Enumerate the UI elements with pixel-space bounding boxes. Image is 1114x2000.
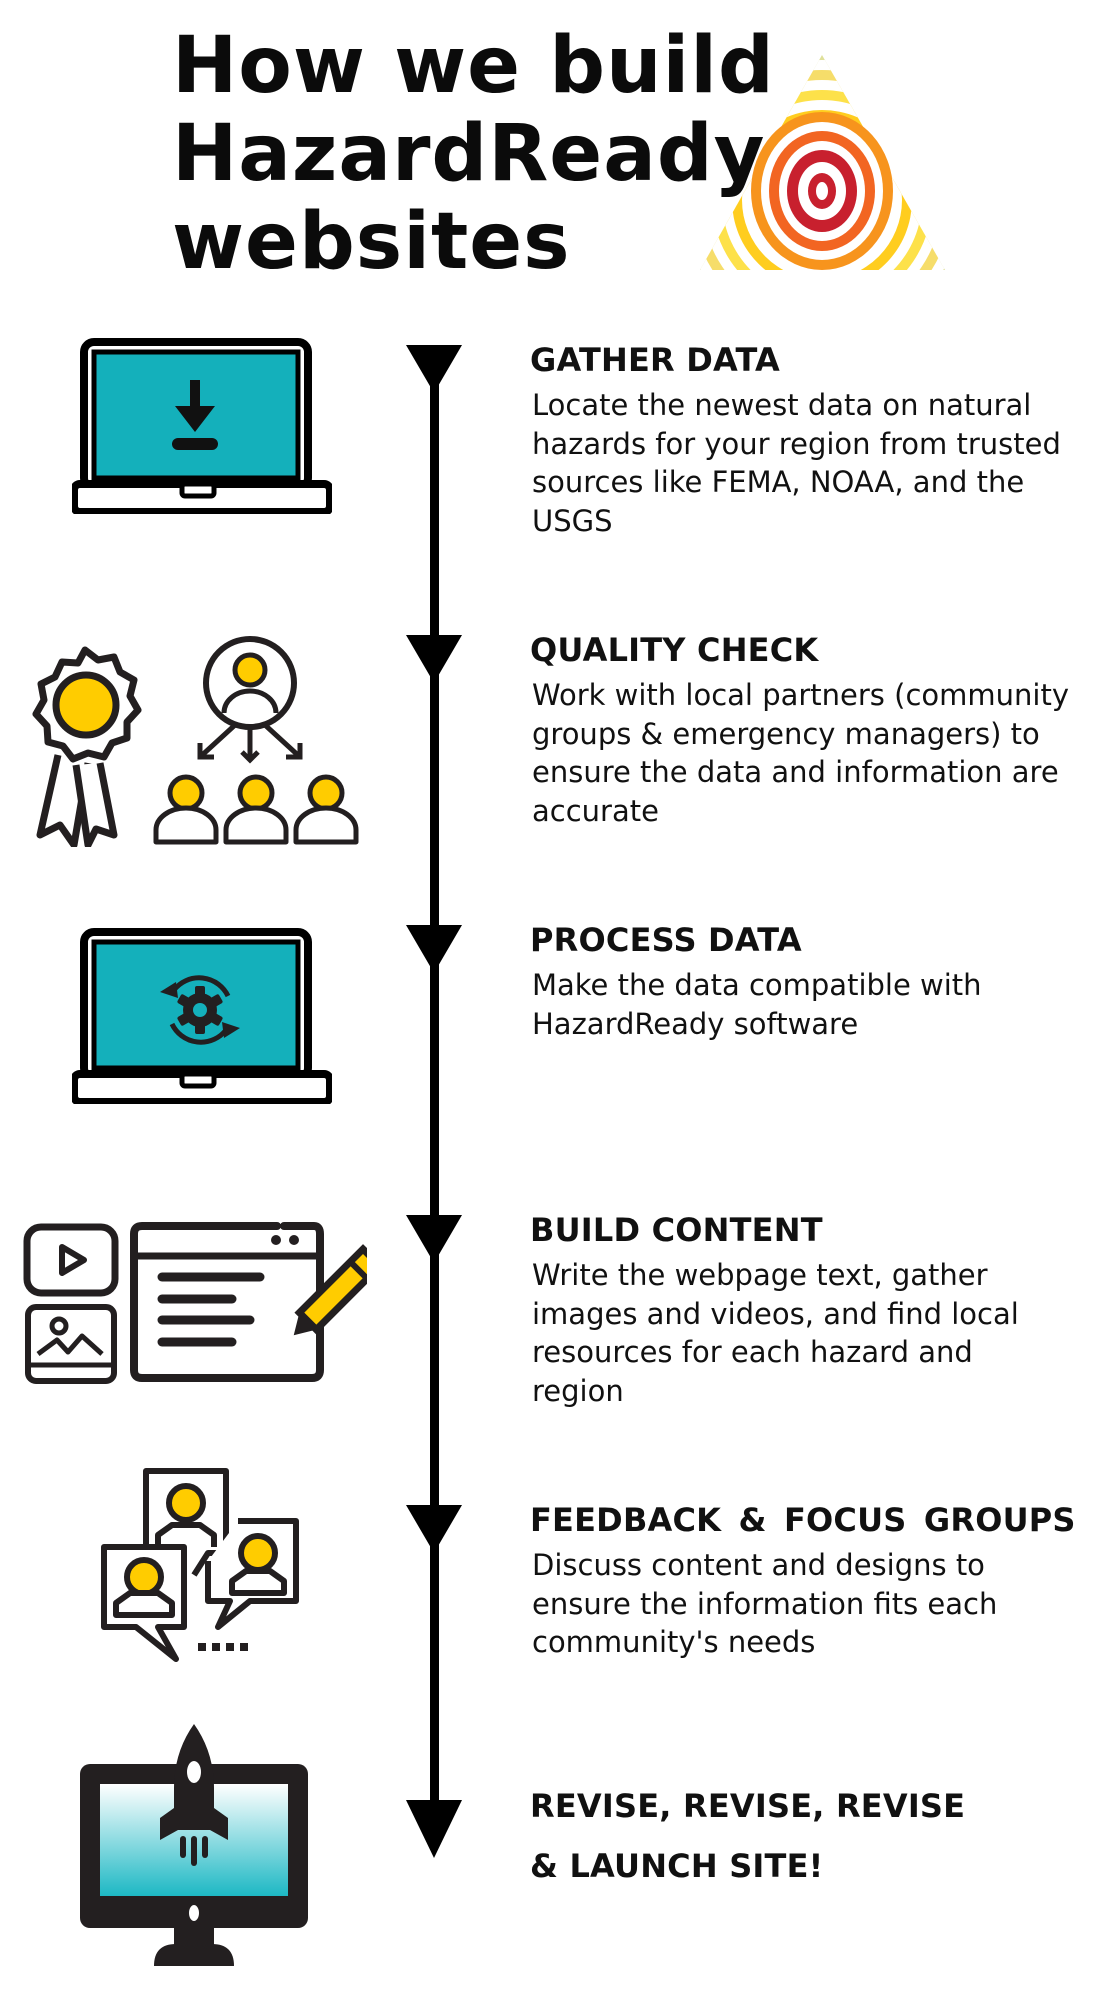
monitor-rocket-icon	[80, 1724, 308, 1966]
step-revise-launch: REVISE, REVISE, REVISE & LAUNCH SITE!	[530, 1776, 1090, 1896]
step-title: QUALITY CHECK	[530, 631, 819, 669]
hazard-target-triangle-icon	[700, 55, 945, 270]
laptop-gear-sync-icon	[72, 928, 332, 1104]
step-description: Work with local partners (community grou…	[532, 678, 1069, 828]
timeline-arrowhead	[406, 1800, 462, 1858]
timeline-arrowhead	[406, 635, 462, 683]
step-gather-data: GATHER DATA Locate the newest data on na…	[530, 340, 1090, 540]
step-description: Discuss content and designs to ensure th…	[532, 1548, 998, 1659]
title-line-1: How we build	[172, 21, 775, 111]
image-icon	[25, 1304, 117, 1384]
page-title: How we build HazardReady websites	[172, 22, 775, 286]
timeline-arrowhead	[406, 925, 462, 973]
timeline-arrow	[406, 345, 462, 1858]
step-title: BUILD CONTENT	[530, 1211, 823, 1249]
chat-people-icon	[101, 1468, 299, 1662]
timeline-arrowhead	[406, 1215, 462, 1263]
award-ribbon-and-people-network-icon	[32, 636, 359, 847]
step-quality-check: QUALITY CHECK Work with local partners (…	[530, 630, 1090, 830]
final-step-line-2: & LAUNCH SITE!	[530, 1847, 824, 1885]
laptop-download-icon	[72, 338, 332, 514]
timeline-arrowhead	[406, 1505, 462, 1553]
step-process-data: PROCESS DATA Make the data compatible wi…	[530, 920, 1090, 1043]
award-ribbon-icon	[32, 646, 142, 847]
step-feedback-focus-groups: FEEDBACK & FOCUS GROUPS Discuss content …	[530, 1500, 1090, 1662]
final-step-line-1: REVISE, REVISE, REVISE	[530, 1787, 966, 1825]
pencil-icon	[293, 1244, 367, 1336]
title-line-3: websites	[172, 197, 571, 287]
people-network-icon	[153, 636, 359, 845]
timeline-arrowhead	[406, 345, 462, 393]
step-title: PROCESS DATA	[530, 921, 802, 959]
title-line-2: HazardReady	[172, 109, 766, 199]
step-title: GATHER DATA	[530, 341, 780, 379]
step-build-content: BUILD CONTENT Write the webpage text, ga…	[530, 1210, 1090, 1410]
step-description: Locate the newest data on natural hazard…	[532, 388, 1061, 538]
timeline-line	[430, 345, 439, 1830]
step-title: FEEDBACK & FOCUS GROUPS	[530, 1501, 1076, 1539]
step-description: Make the data compatible with HazardRead…	[532, 968, 982, 1041]
step-description: Write the webpage text, gather images an…	[532, 1258, 1019, 1408]
media-webpage-pencil-icon	[23, 1222, 367, 1384]
webpage-icon	[130, 1222, 324, 1382]
